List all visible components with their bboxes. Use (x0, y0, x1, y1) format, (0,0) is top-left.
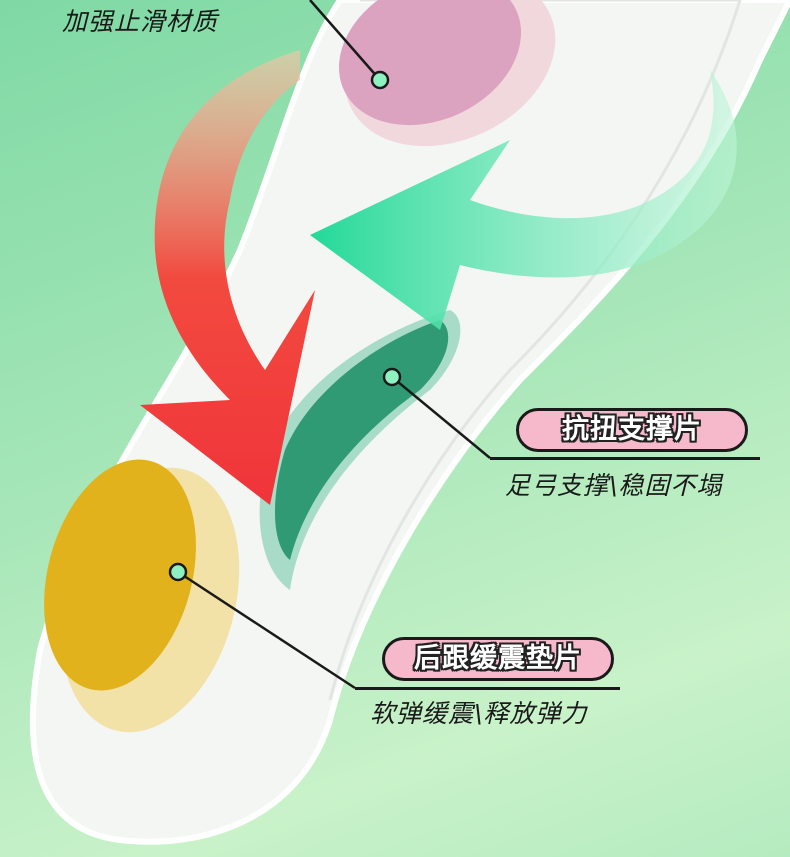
arch-feature-caption: 足弓支撑\稳固不塌 (505, 471, 723, 500)
heel-feature-title: 后跟缓震垫片 (382, 637, 614, 681)
top-feature-caption: 加强止滑材质 (62, 7, 219, 36)
arch-feature-title: 抗扭支撑片 (516, 408, 748, 452)
red-arrow (140, 50, 315, 505)
divider (355, 687, 620, 690)
divider (490, 457, 760, 460)
heel-feature-caption: 软弹缓震\释放弹力 (370, 699, 588, 728)
green-arrow (310, 70, 737, 330)
